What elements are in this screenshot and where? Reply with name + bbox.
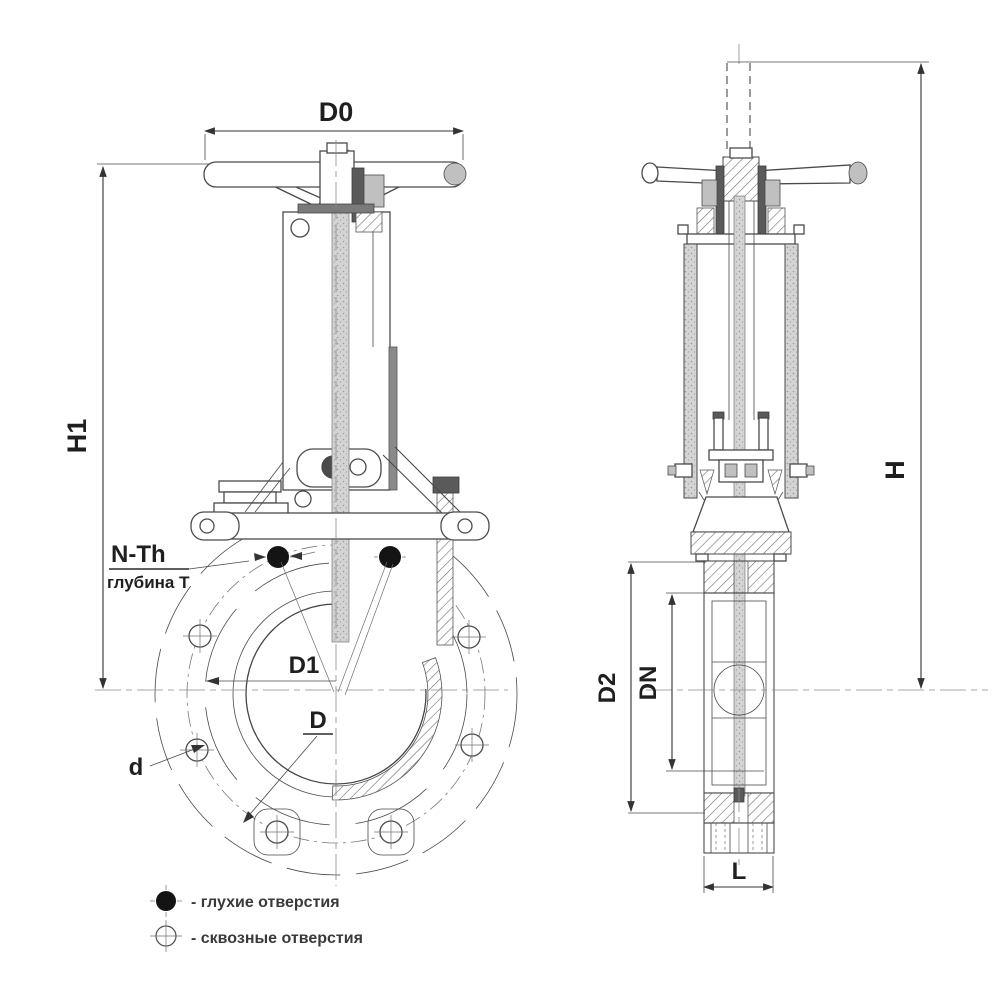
- blind-hole-icon: [374, 546, 406, 568]
- dim-label-n-th: N-Th: [111, 541, 166, 568]
- dim-label-h: H: [880, 460, 910, 480]
- legend-label-blind-holes: - глухие отверстия: [191, 894, 340, 911]
- callout-d: D: [243, 707, 333, 823]
- blind-hole-icon: [262, 546, 294, 568]
- yoke-column: [683, 243, 698, 499]
- through-hole-icon: [260, 815, 294, 849]
- flange-lug: [253, 808, 301, 856]
- dimension-d2: D2: [594, 561, 705, 814]
- dim-label-d: D: [309, 707, 326, 734]
- through-hole-icon: [183, 619, 217, 653]
- wheel-hub: [319, 150, 355, 210]
- gate-plate: [337, 512, 437, 689]
- through-hole-icon: [455, 728, 489, 762]
- legend-item-blind-holes: - глухие отверстия: [150, 885, 340, 917]
- callout-n-th: N-Th глубина T: [107, 541, 316, 592]
- handwheel: [203, 142, 467, 233]
- dimension-l: L: [702, 856, 775, 893]
- yoke-column: [784, 243, 799, 499]
- bonnet: [690, 496, 792, 562]
- body-top-plate: [213, 512, 467, 540]
- dim-label-depth-t: глубина T: [107, 573, 190, 592]
- gland-assembly: [190, 446, 490, 541]
- handwheel-side: [641, 147, 868, 202]
- yoke-hole: [290, 218, 310, 238]
- dim-label-d-small: d: [129, 754, 144, 781]
- through-hole-icon: [150, 920, 182, 952]
- through-hole-icon: [374, 815, 408, 849]
- dim-label-h1: H1: [62, 419, 92, 454]
- callout-d1: D1: [206, 652, 336, 685]
- dim-label-l: L: [732, 858, 747, 885]
- body-hole: [294, 490, 312, 508]
- gate-bolt: [432, 476, 460, 494]
- callout-d-small: d: [129, 745, 205, 781]
- blind-holes: [262, 546, 406, 568]
- wheel-knob: [443, 162, 467, 186]
- legend-item-through-holes: - сквозные отверстия: [150, 920, 363, 952]
- flange-lug: [367, 808, 415, 856]
- stem: [331, 149, 350, 643]
- seat-section: [331, 657, 443, 801]
- wheel-knob: [848, 161, 868, 185]
- dimension-d0: D0: [203, 97, 465, 160]
- through-holes: [180, 619, 489, 849]
- dim-label-d1: D1: [289, 652, 320, 679]
- side-view: H D2 DN L: [594, 44, 988, 893]
- dimension-dn: DN: [635, 592, 764, 772]
- dim-label-d0: D0: [319, 97, 354, 127]
- front-view: D0 H1 N-Th глубина T D1 D: [62, 97, 518, 886]
- through-hole-icon: [452, 620, 486, 654]
- stem-nut: [326, 142, 348, 154]
- body-ear: [190, 511, 240, 541]
- dimension-h1: H1: [62, 163, 209, 690]
- dim-label-dn: DN: [635, 666, 662, 701]
- stem-side: [733, 195, 746, 797]
- legend-label-through-holes: - сквозные отверстия: [191, 930, 363, 947]
- dimension-h: H: [727, 61, 929, 690]
- gland-bolts: [667, 411, 815, 521]
- dim-label-d2: D2: [594, 673, 621, 704]
- legend: - глухие отверстия - сквозные отверстия: [150, 885, 363, 952]
- blind-hole-icon: [150, 885, 182, 917]
